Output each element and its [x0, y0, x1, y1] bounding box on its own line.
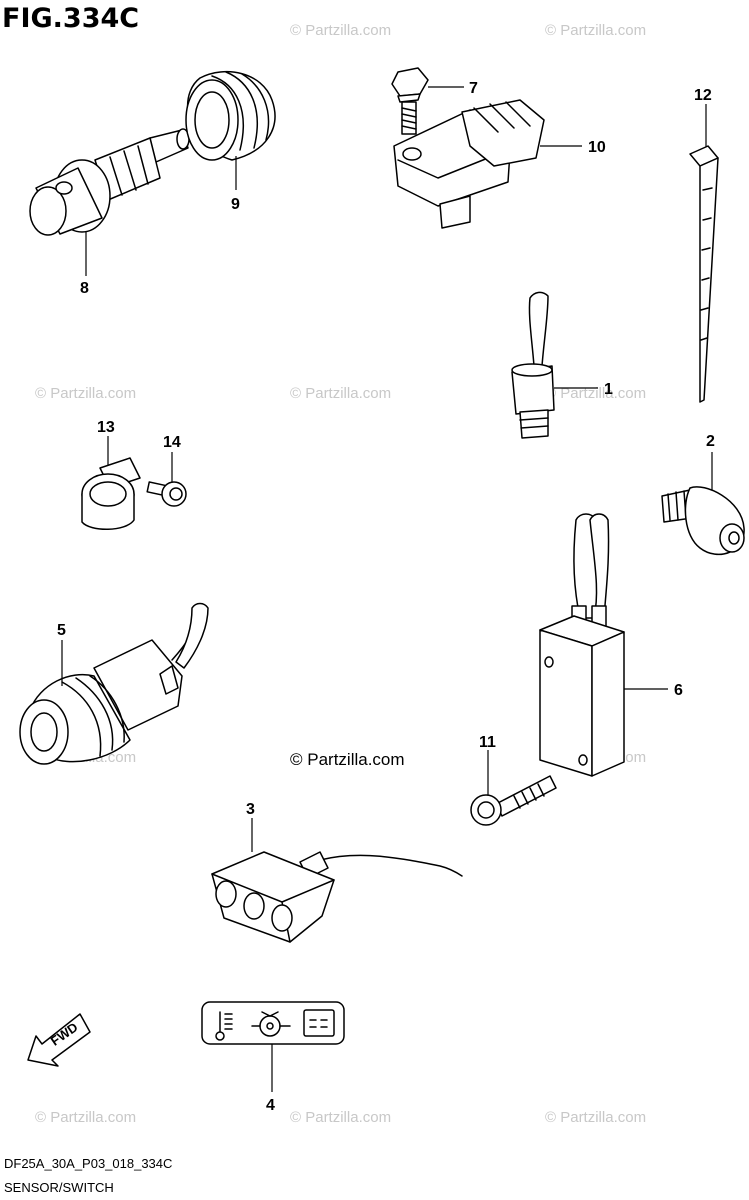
- watermark: © Partzilla.com: [290, 385, 391, 402]
- watermark: © Partzilla.com: [545, 1109, 646, 1126]
- part-5-sensor-grommet[interactable]: [19, 602, 209, 765]
- watermark-main: © Partzilla.com: [290, 750, 405, 769]
- callout-12: 12: [694, 87, 712, 104]
- part-8-sensor[interactable]: [29, 128, 190, 276]
- part-11-bolt[interactable]: [470, 750, 557, 826]
- battery-icon: [303, 1009, 335, 1037]
- part-1-temp-sensor[interactable]: [511, 291, 598, 439]
- callout-3: 3: [246, 801, 255, 818]
- callout-14: 14: [163, 434, 181, 451]
- oil-pressure-icon: [251, 1011, 291, 1037]
- figure-title: FIG.334C: [2, 3, 139, 34]
- callout-9: 9: [231, 196, 240, 213]
- callout-8: 8: [80, 280, 89, 297]
- part-9-rubber-boot[interactable]: [185, 70, 276, 190]
- figure-caption: SENSOR/SWITCH: [4, 1180, 114, 1195]
- watermark: © Partzilla.com: [290, 22, 391, 39]
- callout-7: 7: [469, 80, 478, 97]
- callout-2: 2: [706, 433, 715, 450]
- callout-11: 11: [479, 734, 496, 751]
- part-4-label[interactable]: [201, 1001, 345, 1092]
- figure-code: DF25A_30A_P03_018_334C: [4, 1156, 172, 1171]
- part-13-clamp[interactable]: [81, 436, 141, 530]
- watermark: © Partzilla.com: [35, 1109, 136, 1126]
- part-6-switch[interactable]: [539, 513, 668, 777]
- fwd-arrow: FWD: [27, 1013, 91, 1067]
- thermometer-icon: [215, 1011, 233, 1041]
- part-10-pressure-sensor[interactable]: [393, 99, 582, 229]
- callout-6: 6: [674, 682, 683, 699]
- callout-1: 1: [604, 381, 613, 398]
- part-3-triple-sensor[interactable]: [211, 818, 463, 943]
- part-7-bolt[interactable]: [391, 67, 464, 135]
- callout-10: 10: [588, 139, 606, 156]
- part-14-small-bolt[interactable]: [146, 452, 187, 507]
- watermark: © Partzilla.com: [290, 1109, 391, 1126]
- watermark: © Partzilla.com: [35, 385, 136, 402]
- part-12-cable-tie[interactable]: [689, 104, 719, 403]
- watermark: © Partzilla.com: [545, 22, 646, 39]
- part-2-knock-sensor[interactable]: [661, 452, 745, 556]
- watermark: © Partzilla.com: [545, 385, 646, 402]
- callout-4: 4: [266, 1097, 275, 1114]
- callout-5: 5: [57, 622, 66, 639]
- callout-13: 13: [97, 419, 115, 436]
